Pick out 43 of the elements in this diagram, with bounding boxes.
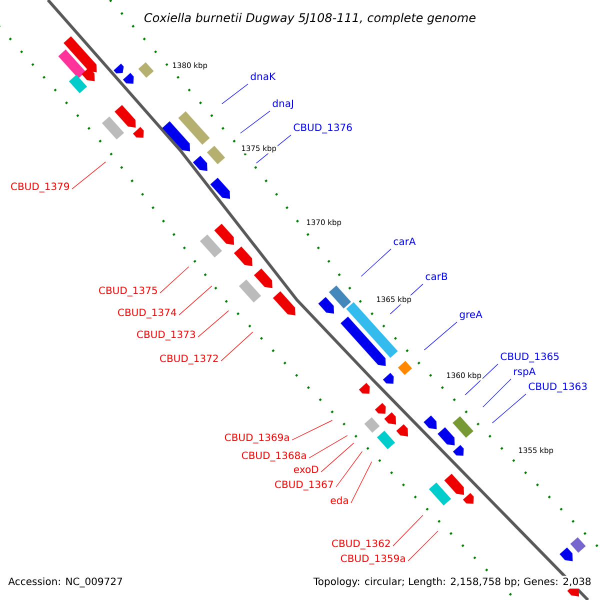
accession-text: Accession: NC_009727 [8,577,122,588]
gene-label: CBUD_1368a [242,452,306,462]
gene-label: CBUD_1363 [528,382,587,392]
gene-label: CBUD_1359a [340,554,405,564]
leader-line [240,110,270,134]
gene-label: CBUD_1373 [137,330,195,340]
leader-line [482,378,512,408]
gene-label: CBUD_1362 [332,540,390,550]
gene-label: CBUD_1376 [294,124,352,134]
gene-label: dnaK [250,72,276,80]
leader-line [178,286,212,316]
leader-line [492,394,526,424]
gene-label: CBUD_1365 [500,352,559,362]
leader-line [424,322,458,350]
leader-line [308,435,348,458]
leader-line [220,332,254,362]
gene-label: dnaJ [272,99,293,109]
gene-label: carA [394,238,416,246]
leader-line [320,442,354,472]
leader-line [464,364,498,396]
gene-label: exoD [294,466,318,474]
leader-line [198,310,229,338]
summary-text: Topology: circular; Length: 2,158,758 bp; Genes: 2,038 [312,576,593,589]
leader-line [72,162,106,190]
leader-line [350,461,372,504]
gene-label: CBUD_1379 [11,182,70,192]
title: Coxiella burnetii Dugway 5J108-111, complete genome [144,12,476,24]
gene-label: rspA [514,368,536,378]
gene-label: CBUD_1374 [118,308,176,318]
gene-label: greA [460,310,482,320]
gene-label: CBUD_1369a [224,434,289,444]
gene-label: CBUD_1367 [275,480,333,490]
leader-line [408,530,438,562]
gene-label: CBUD_1372 [160,354,218,364]
gene-label: CBUD_1375 [99,286,157,296]
leader-line [392,514,424,546]
gene-label: eda [330,496,348,504]
leader-line [292,420,333,440]
gene-label: carB [426,272,448,280]
leader-line [360,248,392,277]
leader-line [336,451,362,488]
leader-line [222,84,248,104]
leader-line [160,266,190,294]
